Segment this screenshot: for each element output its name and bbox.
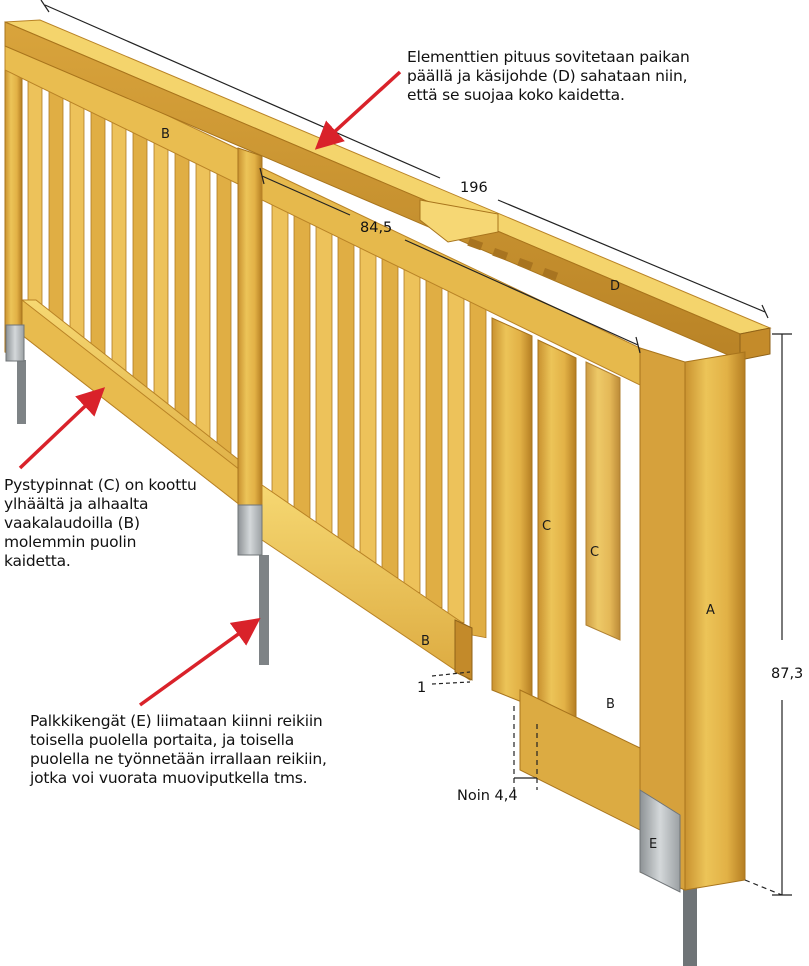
handrail-slots — [467, 238, 559, 281]
baluster-slat — [216, 168, 232, 481]
screw-right — [683, 880, 697, 966]
label-b-top: B — [161, 127, 170, 142]
note-bottom: Palkkikengät (E) liimataan kiinni reikii… — [30, 712, 327, 787]
dim-196-right — [497, 199, 766, 313]
baluster-slat — [315, 220, 333, 534]
handrail-end — [739, 327, 771, 361]
dim-845-a — [261, 175, 351, 216]
dim-196: 196 — [460, 180, 488, 196]
dim-845-tick-left — [259, 167, 265, 185]
dim-height-leader — [744, 879, 783, 896]
baluster-slat — [337, 231, 355, 549]
baluster-slat — [111, 117, 127, 400]
label-a: A — [706, 603, 715, 618]
baluster-slat — [174, 148, 190, 449]
right-bottom-rail-end — [454, 619, 473, 681]
bracket-mid — [237, 504, 263, 556]
bracket-e — [639, 789, 681, 893]
dimension-values: 196 84,5 87,3 Noin 4,4 1 — [360, 180, 803, 804]
dimension-lines — [40, 0, 792, 896]
part-labels: B D C C A B B E — [161, 127, 715, 852]
dim-board: 1 — [417, 680, 426, 696]
label-d: D — [610, 279, 620, 294]
baluster-slat — [69, 97, 85, 367]
baluster-slat — [153, 137, 169, 432]
dim-196-tick-left — [40, 0, 50, 13]
baluster-slat — [132, 127, 148, 416]
baluster-slat — [48, 87, 64, 350]
bracket-left — [5, 324, 25, 362]
foreground-balusters — [491, 317, 621, 743]
dim-845-b — [404, 239, 639, 346]
label-c2: C — [590, 545, 599, 560]
note-middle: Pystypinnat (C) on koottu ylhäältä ja al… — [4, 476, 197, 570]
left-end-post — [4, 27, 23, 361]
post-brackets — [5, 324, 681, 893]
handrail-cut — [419, 199, 499, 243]
note-top: Elementtien pituus sovitetaan paikan pää… — [407, 48, 690, 104]
baluster-slat — [403, 262, 421, 594]
right-balusters — [271, 199, 487, 639]
rear-bottom-rail — [519, 689, 641, 831]
arrow-bottom — [138, 617, 261, 707]
dim-board-a — [431, 671, 471, 677]
dim-845: 84,5 — [360, 220, 392, 236]
dim-spacing: Noin 4,4 — [457, 788, 518, 804]
dim-196-left — [44, 4, 441, 179]
baluster-slat — [447, 283, 465, 624]
label-c1: C — [542, 519, 551, 534]
screw-mid — [259, 555, 269, 665]
baluster-slat — [469, 294, 487, 639]
dim-height: 87,3 — [771, 666, 803, 682]
baluster-slat — [271, 199, 289, 504]
dim-845-tick-right — [635, 336, 641, 354]
end-post-a-front — [684, 351, 746, 891]
middle-post — [237, 147, 263, 556]
baluster-slat — [293, 210, 311, 519]
label-e: E — [649, 837, 657, 852]
dim-board-b — [431, 681, 471, 685]
baluster-c1 — [491, 317, 533, 707]
baluster-slat — [381, 252, 399, 579]
dim-196-tick-right — [761, 304, 769, 319]
baluster-slat — [90, 107, 106, 383]
baluster-slat — [425, 273, 443, 609]
screw-left — [17, 360, 26, 424]
baluster-slat — [359, 241, 377, 564]
baluster-slat — [195, 158, 211, 465]
arrow-top — [314, 70, 402, 150]
baluster-c3 — [585, 361, 621, 641]
label-b-low: B — [421, 634, 430, 649]
ground-screws — [17, 360, 697, 966]
arrow-middle — [18, 387, 106, 470]
callout-arrows — [18, 70, 402, 707]
label-b-right: B — [606, 697, 615, 712]
baluster-slat — [27, 77, 43, 334]
baluster-c2 — [537, 339, 577, 743]
